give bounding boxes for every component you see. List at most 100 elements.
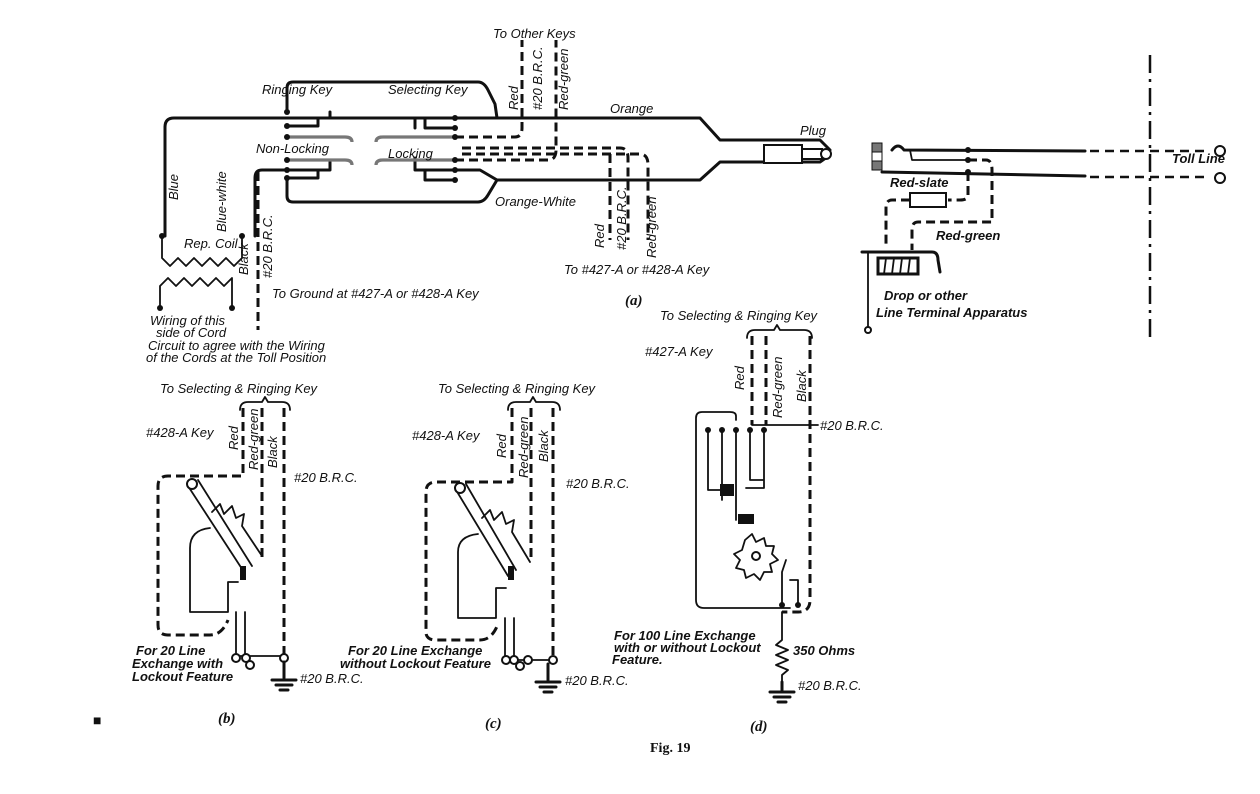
label-b-red-green: Red-green [246,409,261,470]
brace-d [746,324,813,339]
brace-b [239,396,291,411]
subfigure-label-b: (b) [218,711,236,727]
subfigure-c-428a-key-no-lockout: To Selecting & Ringing Key #428-A Key Re… [340,381,630,732]
label-to-other-keys: To Other Keys [493,26,576,41]
toll-line-ring [880,170,1087,178]
rep-coil-primary [161,235,243,267]
label-to-key: To #427-A or #428-A Key [564,262,711,277]
label-b-black: Black [265,435,280,468]
b-note-line-2: Exchange with [132,656,223,671]
red-slate-wire [884,172,970,248]
label-red-top: Red [506,85,521,110]
toll-terminal-ring [1214,172,1226,184]
label-blue: Blue [166,174,181,200]
ringing-key-lower [285,160,332,180]
label-non-locking: Non-Locking [256,141,330,156]
c-loop [457,533,507,619]
label-orange-white: Orange-White [495,194,576,209]
red-dashed-wire [455,40,524,139]
wiring-note-line-1: Wiring of this [150,313,226,328]
label-c-red: Red [494,433,509,458]
label-b-brc-ground: #20 B.R.C. [300,671,364,686]
rep-coil-secondary [159,277,233,309]
c-note-line-1: For 20 Line Exchange [348,643,482,658]
ringing-key-upper [285,110,332,128]
b-lever [187,479,253,573]
label-d-black: Black [794,369,809,402]
b-note-line-1: For 20 Line [136,643,205,658]
label-b-to-keys: To Selecting & Ringing Key [160,381,319,396]
plug-icon [763,144,832,164]
label-orange: Orange [610,101,653,116]
b-red-wire [156,408,245,637]
label-ringing-key: Ringing Key [262,82,334,97]
d-resistor [775,611,789,683]
c-red-wire [424,408,514,642]
c-lever [455,483,517,577]
drop-note-line-1: Drop or other [884,288,968,303]
condenser-icon [909,192,947,208]
non-locking-spring-lower [287,158,354,166]
label-d-brc-top: #20 B.R.C. [820,418,884,433]
label-blue-white: Blue-white [214,171,229,232]
brc-dashed-wire-top [462,146,630,240]
subfigure-a-cord-circuit: To Other Keys Ringing Key Selecting Key … [146,26,1226,365]
selecting-key-lower [413,156,499,182]
locking-spring-lower [374,158,455,166]
selecting-key-upper [413,116,499,130]
label-black: Black [236,242,251,275]
ringing-key-top-strap [285,80,499,120]
subfigure-label-c: (c) [485,716,502,732]
label-c-brc-ground: #20 B.R.C. [565,673,629,688]
toll-terminal-tip [1214,145,1226,157]
c-note-line-2: without Lockout Feature [340,656,491,671]
brace-c [507,396,561,411]
b-leads [235,611,285,657]
red-green-dashed-wire [455,40,558,162]
label-toll-line: Toll Line [1172,151,1225,166]
d-ratchet-wheel [733,533,779,581]
subfigure-label-d: (d) [750,719,768,735]
ground-icon [534,662,562,694]
orange-white-conductor [285,153,832,204]
label-c-black: Black [536,429,551,462]
label-brc-bottom: #20 B.R.C. [614,186,629,250]
b-loop [189,527,239,613]
d-note-line-2: with or without Lockout [614,640,761,655]
label-brc-ground-wire: #20 B.R.C. [260,214,275,278]
toll-line-tip [890,144,1087,153]
wiring-note-line-3: Circuit to agree with the Wiring [148,338,326,353]
figure-caption: Fig. 19 [650,741,690,756]
c-terminals [501,655,558,671]
wiring-note-line-4: of the Cords at the Toll Position [146,350,326,365]
label-selecting-key: Selecting Key [388,82,469,97]
b-terminals [231,653,289,670]
non-locking-spring-upper [287,135,354,143]
drop-relay-icon [860,250,942,334]
label-d-brc-ground: #20 B.R.C. [798,678,862,693]
label-b-key-name: #428-A Key [146,425,215,440]
c-ratchet [481,509,531,563]
label-red-green-bottom: Red-green [644,197,659,258]
label-locking: Locking [388,146,434,161]
d-note-line-1: For 100 Line Exchange [614,628,756,643]
label-c-red-green: Red-green [516,417,531,478]
b-ratchet [211,503,263,557]
d-note-line-3: Feature. [612,652,663,667]
c-leads [504,617,554,661]
label-c-brc-top: #20 B.R.C. [566,476,630,491]
ground-icon [768,680,796,704]
jack-icon [871,142,883,171]
subfigure-label-a: (a) [625,293,643,309]
label-d-red: Red [732,365,747,390]
label-red-green-top: Red-green [556,49,571,110]
locking-spring-upper [374,135,455,143]
label-brc-top: #20 B.R.C. [530,46,545,110]
brc-dashed-horizontal [462,152,650,240]
label-d-to-keys: To Selecting & Ringing Key [660,308,819,323]
red-green-wire-right [910,158,994,250]
tip-branch [909,149,969,161]
label-plug: Plug [800,123,827,138]
label-b-red: Red [226,425,241,450]
label-red-slate: Red-slate [890,175,949,190]
